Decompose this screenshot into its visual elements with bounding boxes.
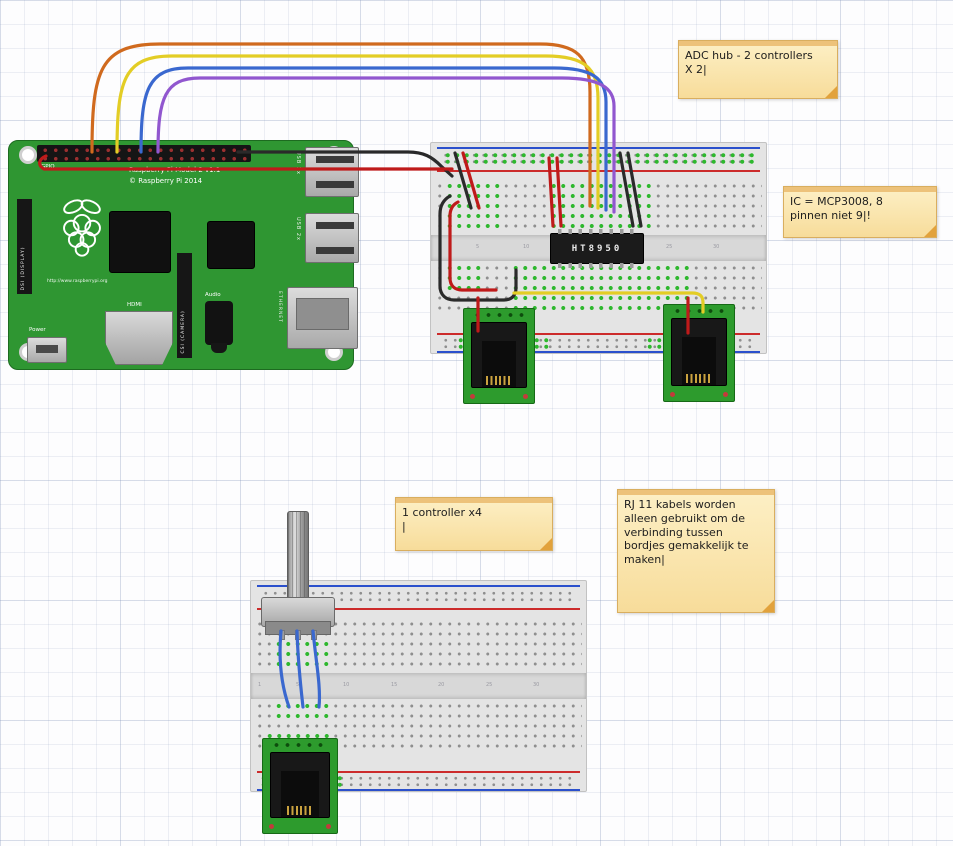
connected-holes bbox=[274, 701, 331, 723]
note-text: IC = MCP3008, 8 pinnen niet 9|! bbox=[790, 195, 883, 222]
column-label: 1 bbox=[438, 244, 442, 250]
potentiometer-leg bbox=[311, 630, 317, 640]
gpio-label: GPIO bbox=[41, 164, 55, 170]
rj11-module-2[interactable] bbox=[663, 304, 735, 402]
module-pins bbox=[672, 307, 726, 315]
column-label: 1 bbox=[258, 682, 262, 688]
column-label: 5 bbox=[296, 682, 300, 688]
rail-line-negative bbox=[437, 351, 760, 353]
solder-pad bbox=[470, 394, 475, 399]
hdmi-port bbox=[105, 311, 173, 365]
ram-chip bbox=[207, 221, 255, 269]
rj11-contacts bbox=[686, 374, 712, 383]
column-label: 30 bbox=[533, 682, 540, 688]
module-pins bbox=[271, 741, 329, 749]
connected-holes bbox=[444, 181, 502, 231]
column-label: 25 bbox=[486, 682, 493, 688]
module-pins bbox=[472, 311, 526, 319]
raspberry-logo-icon bbox=[51, 196, 113, 262]
connected-holes bbox=[443, 152, 754, 165]
potentiometer-leg bbox=[279, 630, 285, 640]
power-label: Power bbox=[29, 327, 46, 333]
rail-line-negative bbox=[437, 147, 760, 149]
column-label: 15 bbox=[391, 682, 398, 688]
audio-label: Audio bbox=[205, 292, 221, 298]
dsi-label: DSI (DISPLAY) bbox=[21, 246, 26, 291]
usb-label-top: USB 2x bbox=[295, 151, 301, 175]
column-label: 10 bbox=[343, 682, 350, 688]
column-label: 5 bbox=[476, 244, 480, 250]
note-text: 1 controller x4 | bbox=[402, 506, 482, 533]
usb-port-bottom bbox=[305, 213, 359, 263]
note-header bbox=[784, 187, 936, 192]
ic-label: HT8950 bbox=[571, 243, 623, 254]
column-label: 20 bbox=[438, 682, 445, 688]
mounting-hole bbox=[19, 146, 37, 164]
csi-connector: CSI (CAMERA) bbox=[177, 253, 192, 358]
rail-line-negative bbox=[257, 789, 580, 791]
ic-mcp3008[interactable]: HT8950 bbox=[550, 229, 644, 268]
pi-url: http://www.raspberrypi.org bbox=[47, 279, 108, 284]
usb-label-bottom: USB 2x bbox=[295, 217, 301, 241]
solder-pad bbox=[723, 392, 728, 397]
column-label: 10 bbox=[523, 244, 530, 250]
center-channel: 1 5 10 15 20 25 30 bbox=[251, 673, 586, 699]
note-header bbox=[618, 490, 774, 495]
raspberry-pi-board[interactable]: GPIO Raspberry Pi Model 2 v1.1 © Raspber… bbox=[8, 140, 359, 370]
note-fold-icon bbox=[825, 86, 837, 98]
rj11-contacts bbox=[486, 376, 512, 385]
column-label: 25 bbox=[666, 244, 673, 250]
rj11-jack bbox=[471, 322, 527, 388]
connected-holes bbox=[444, 263, 483, 293]
rail-line-positive bbox=[437, 333, 760, 335]
column-label: 30 bbox=[713, 244, 720, 250]
note-adc-hub[interactable]: ADC hub - 2 controllers X 2| bbox=[678, 40, 838, 99]
rj11-module-3[interactable] bbox=[262, 738, 338, 834]
note-fold-icon bbox=[540, 538, 552, 550]
hdmi-label: HDMI bbox=[127, 302, 142, 308]
note-header bbox=[396, 498, 552, 503]
rj11-module-1[interactable] bbox=[463, 308, 535, 404]
ethernet-label: ETHERNET bbox=[277, 291, 282, 323]
dsi-connector: DSI (DISPLAY) bbox=[17, 199, 32, 294]
rail-line-positive bbox=[257, 771, 580, 773]
audio-jack bbox=[205, 301, 233, 345]
solder-pad bbox=[326, 824, 331, 829]
rail-line-negative bbox=[257, 585, 580, 587]
note-fold-icon bbox=[762, 600, 774, 612]
rj11-contacts bbox=[287, 806, 313, 815]
csi-label: CSI (CAMERA) bbox=[181, 310, 186, 354]
soc-chip bbox=[109, 211, 171, 273]
solder-pad bbox=[269, 824, 274, 829]
note-controller[interactable]: 1 controller x4 | bbox=[395, 497, 553, 551]
note-rj11-info[interactable]: RJ 11 kabels worden alleen gebruikt om d… bbox=[617, 489, 775, 613]
note-text: RJ 11 kabels worden alleen gebruikt om d… bbox=[624, 498, 749, 566]
rail-line-positive bbox=[437, 170, 760, 172]
connected-holes bbox=[274, 639, 331, 669]
pi-copyright: © Raspberry Pi 2014 bbox=[129, 177, 203, 185]
rj11-jack bbox=[270, 752, 330, 818]
pi-title: Raspberry Pi Model 2 v1.1 bbox=[129, 166, 221, 174]
solder-pad bbox=[670, 392, 675, 397]
rj11-jack bbox=[671, 318, 727, 386]
note-ic-info[interactable]: IC = MCP3008, 8 pinnen niet 9|! bbox=[783, 186, 937, 238]
gpio-header[interactable] bbox=[37, 145, 251, 162]
potentiometer-leg bbox=[295, 630, 301, 640]
note-fold-icon bbox=[924, 225, 936, 237]
rail-line-positive bbox=[257, 608, 580, 610]
note-header bbox=[679, 41, 837, 46]
connected-holes bbox=[549, 181, 654, 231]
note-text: ADC hub - 2 controllers X 2| bbox=[685, 49, 813, 76]
power-port bbox=[27, 337, 67, 363]
solder-pad bbox=[523, 394, 528, 399]
usb-port-top bbox=[305, 147, 359, 197]
ethernet-port bbox=[287, 287, 358, 349]
potentiometer-shaft[interactable] bbox=[287, 511, 309, 605]
rail-holes[interactable] bbox=[261, 590, 576, 603]
